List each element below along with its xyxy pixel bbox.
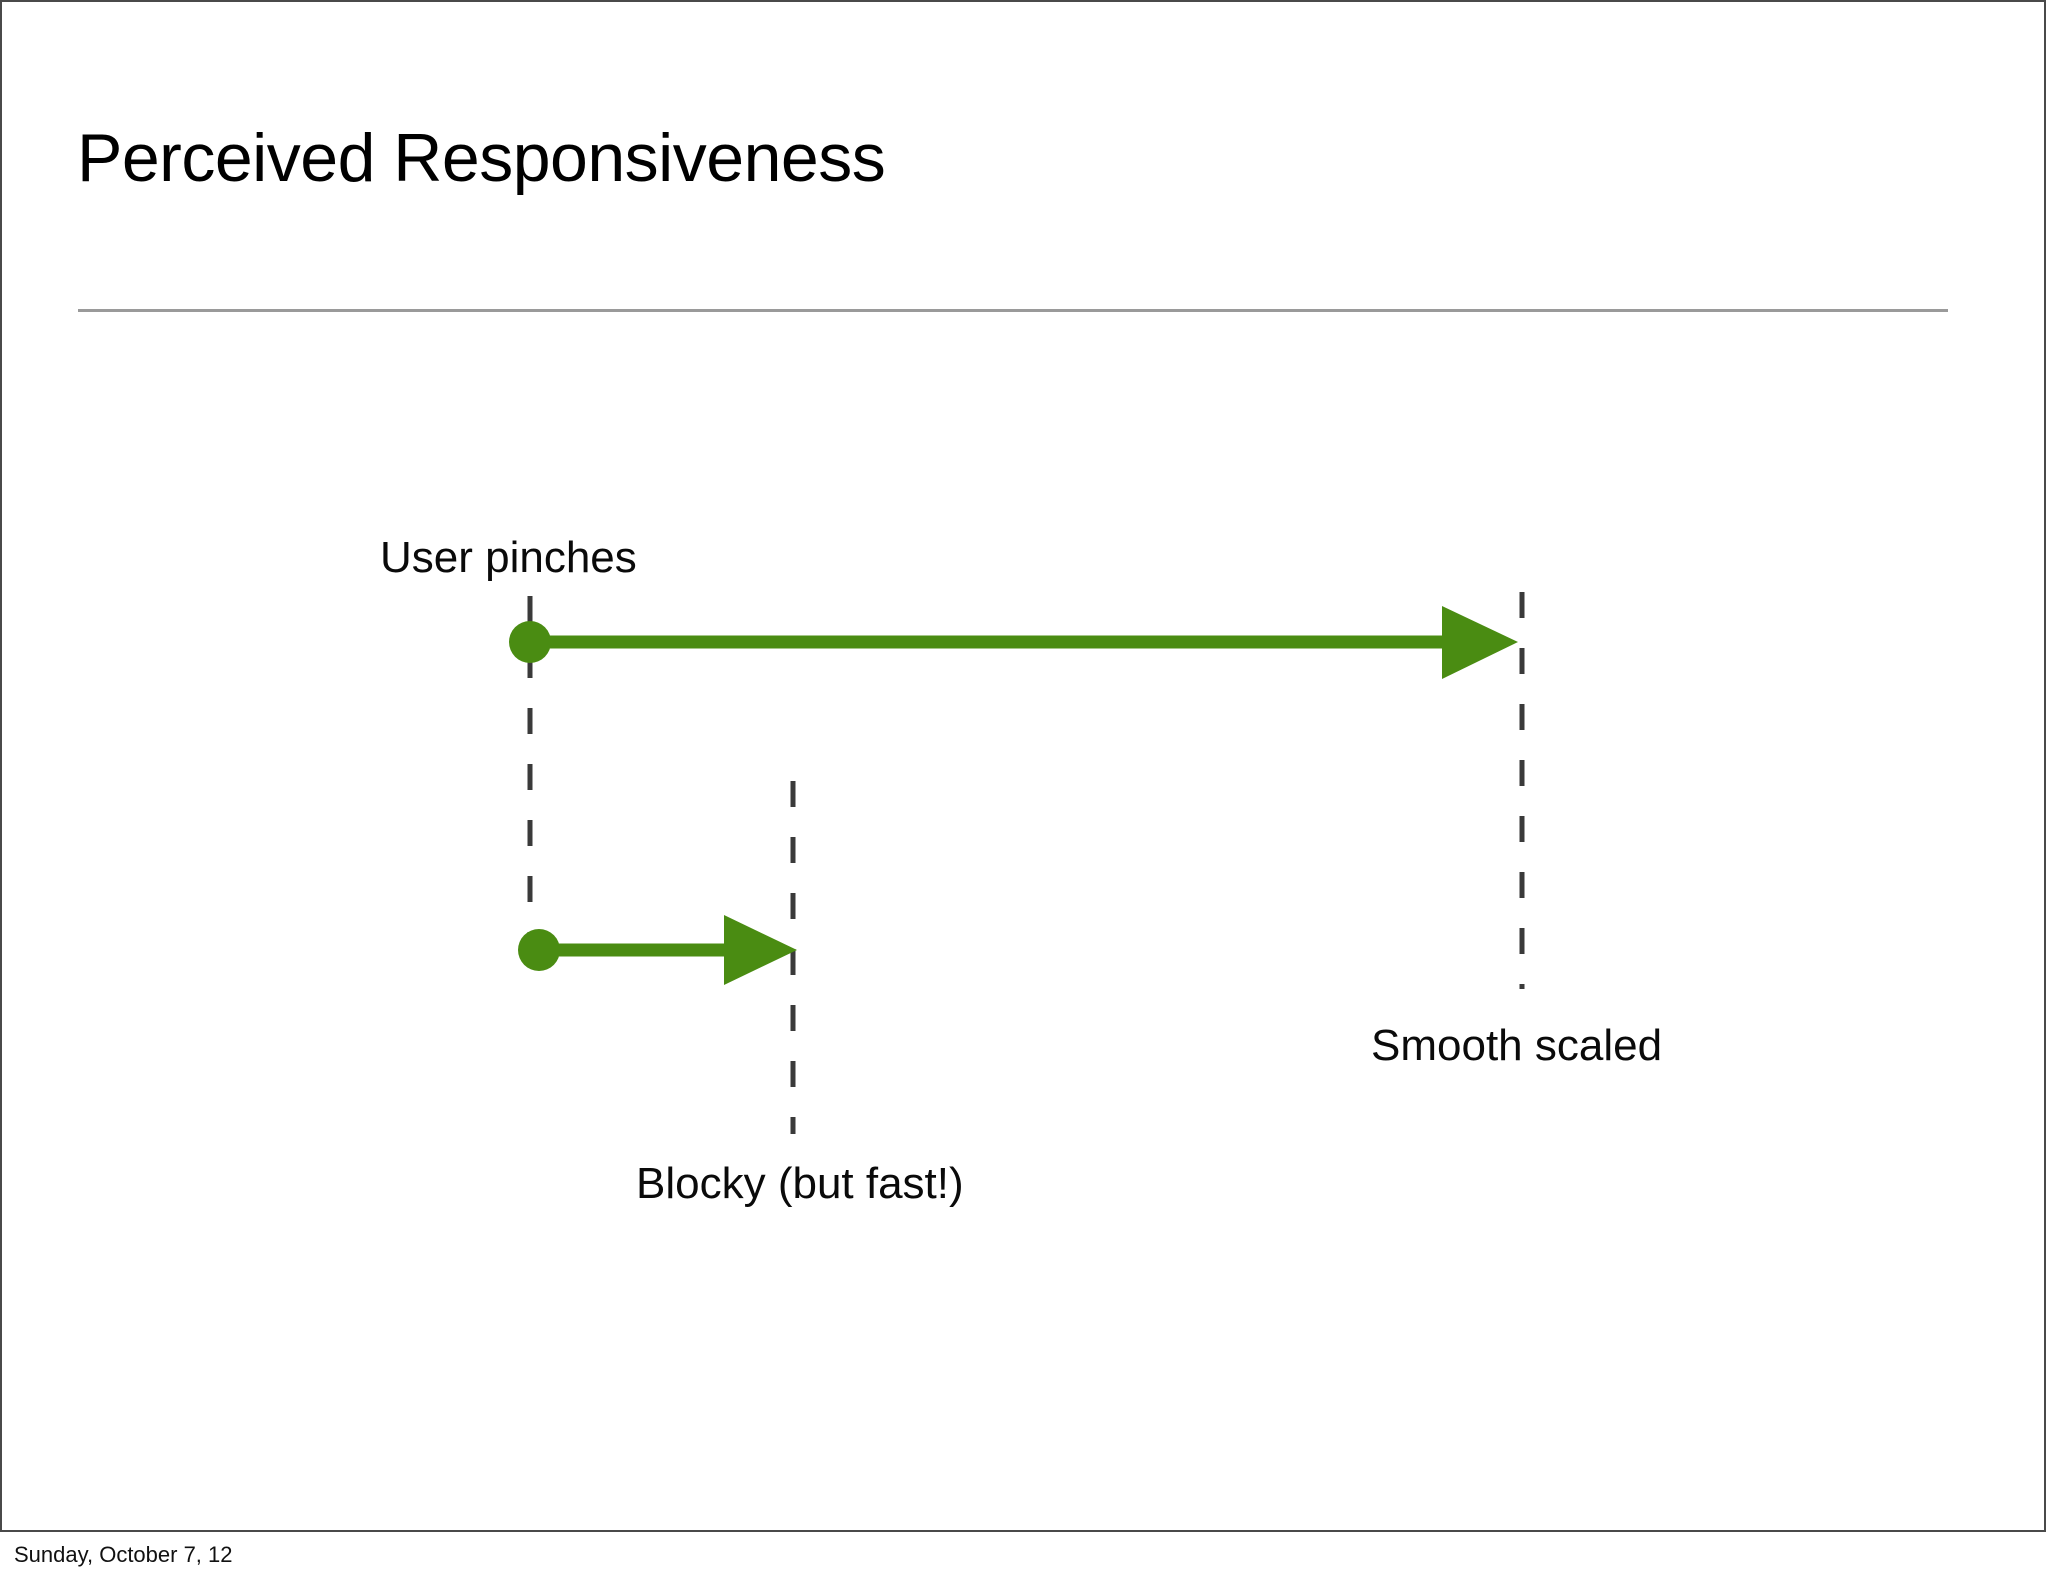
page-title: Perceived Responsiveness [77,120,886,196]
label-blocky-but-fast: Blocky (but fast!) [636,1159,964,1208]
label-smooth-scaled: Smooth scaled [1371,1021,1663,1070]
label-user-pinches: User pinches [380,533,637,582]
title-divider [78,309,1948,312]
diagram-canvas [509,592,1525,1134]
blocky-fast-arrow-head [724,915,797,985]
user-pinches-marker [509,621,551,663]
second-event-marker [518,929,560,971]
latency-timeline-diagram [2,2,2048,1534]
footer-date: Sunday, October 7, 12 [14,1542,233,1567]
smooth-scaled-arrow-head [1442,606,1518,679]
slide-canvas: Perceived Responsiveness [0,0,2046,1532]
